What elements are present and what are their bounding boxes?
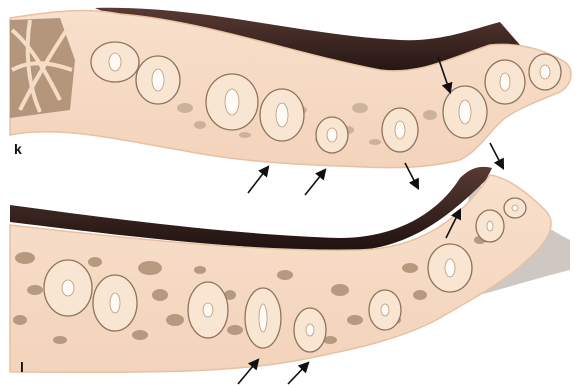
arrow-icon <box>288 363 308 384</box>
arrow-icon <box>248 167 268 193</box>
panel-k: k <box>10 8 571 195</box>
arrow-icon <box>490 143 503 168</box>
panel-l: l <box>10 167 570 384</box>
panel-label-l: l <box>20 359 24 375</box>
panel-label-k: k <box>14 141 22 157</box>
arrow-icon <box>305 170 325 195</box>
